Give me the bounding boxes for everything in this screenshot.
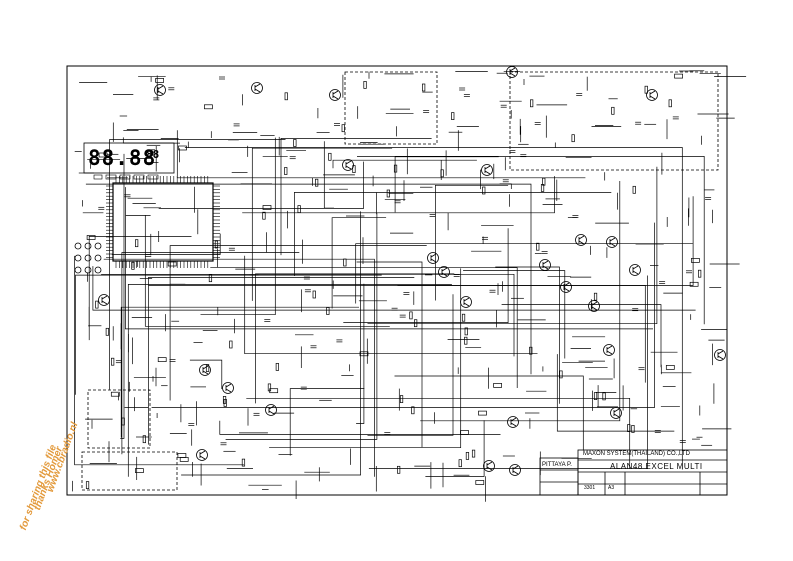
title-block: [539, 449, 728, 496]
transistor-symbols: [98, 66, 726, 476]
drawing-border: [66, 65, 728, 496]
company-name: MAXON SYSTEM(THAILAND) CO.,LTD: [583, 451, 690, 457]
lcd-indicators: [93, 174, 159, 180]
lcd-sub-digits: 88: [146, 148, 160, 161]
drawn-by: PITTAYA P.: [542, 462, 572, 468]
keypad-switches: [74, 242, 102, 274]
circuit-components: [85, 73, 712, 489]
circuit-wiring: [72, 70, 747, 502]
model-title: ALAN48 EXCEL MULTI: [610, 462, 703, 471]
doc-number: 3301: [584, 485, 596, 491]
lcd-frequency-digits: 88.88: [88, 146, 157, 170]
sheet-size: A3: [608, 485, 615, 491]
